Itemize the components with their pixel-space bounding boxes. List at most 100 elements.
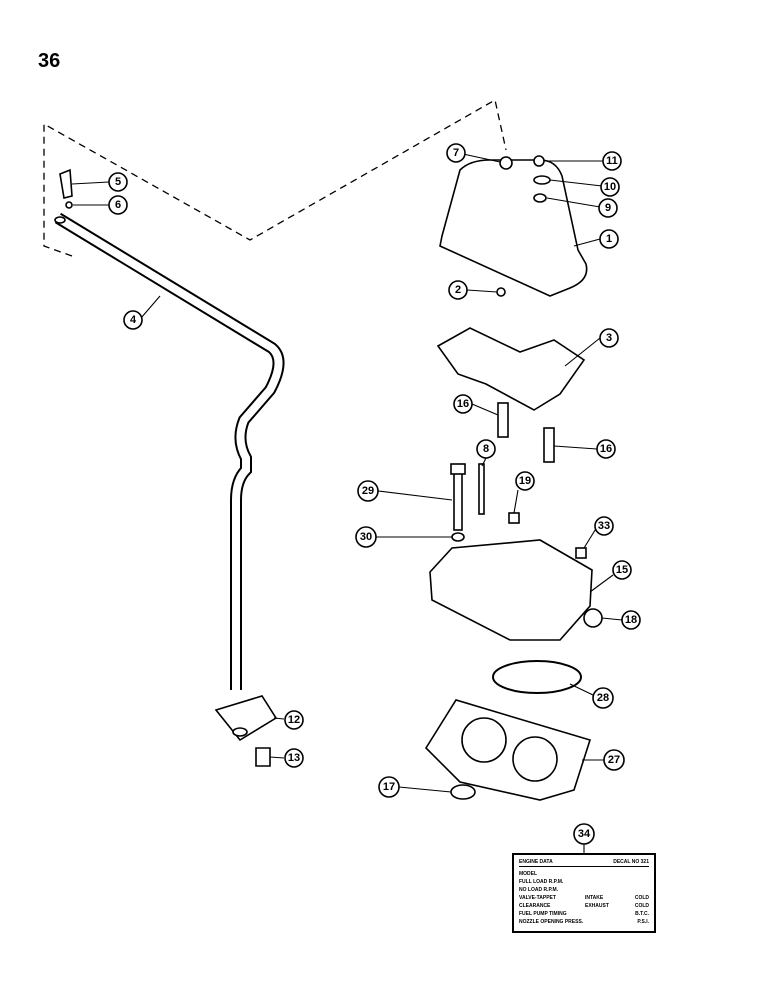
svg-text:17: 17 [383, 781, 395, 793]
engine-data-decal: ENGINE DATA DECAL NO 321 MODEL FULL LOAD … [512, 853, 656, 933]
decal-cell [585, 886, 625, 894]
decal-cell: CLEARANCE [519, 903, 551, 909]
part-16-tube-right [543, 427, 555, 463]
svg-text:2: 2 [455, 284, 461, 296]
decal-row: FULL LOAD R.P.M. [519, 878, 649, 886]
decal-title: ENGINE DATA [519, 859, 553, 865]
svg-text:34: 34 [578, 828, 591, 840]
svg-text:7: 7 [453, 147, 459, 159]
svg-text:5: 5 [115, 176, 121, 188]
decal-cell [585, 910, 625, 918]
svg-text:1: 1 [606, 233, 612, 245]
callout-10: 10 [600, 177, 620, 197]
decal-cell: COLD [634, 903, 649, 909]
part-2-nut [496, 287, 506, 297]
callout-3: 3 [599, 328, 619, 348]
svg-text:29: 29 [362, 485, 374, 497]
part-15-cylinder-head [429, 539, 593, 641]
callout-30: 30 [355, 526, 377, 548]
part-27-head-gasket [424, 699, 592, 801]
gasket-bore-left [461, 717, 507, 763]
decal-cell: FULL LOAD R.P.M. [519, 879, 564, 885]
callout-27: 27 [603, 749, 625, 771]
callout-15: 15 [612, 560, 632, 580]
svg-text:33: 33 [598, 520, 610, 532]
page-number: 36 [38, 50, 61, 72]
decal-cell: COLD [634, 895, 649, 901]
callout-18: 18 [621, 610, 641, 630]
callout-8: 8 [476, 439, 496, 459]
svg-text:18: 18 [625, 614, 637, 626]
part-9-seal [533, 193, 547, 203]
decal-cell [625, 878, 649, 886]
svg-text:3: 3 [606, 332, 612, 344]
decal-cell: NOZZLE OPENING PRESS. [519, 919, 584, 925]
decal-row: FUEL PUMP TIMING B.T.C. [519, 910, 649, 918]
part-12-flange-hole [232, 727, 248, 737]
svg-text:27: 27 [608, 754, 620, 766]
callout-16a: 16 [453, 394, 473, 414]
decal-cell: FUEL PUMP TIMING [519, 911, 567, 917]
part-18-plug [583, 608, 603, 628]
callout-11: 11 [602, 151, 622, 171]
decal-cell: NO LOAD R.P.M. [519, 887, 559, 893]
decal-rows: MODEL FULL LOAD R.P.M. NO LOAD R.P.M. VALVE… [519, 870, 649, 926]
svg-text:16: 16 [457, 398, 469, 410]
decal-cell: MODEL [519, 871, 538, 877]
part-17-ring [450, 784, 476, 800]
callout-7: 7 [446, 143, 466, 163]
assembly-dashed-line [43, 98, 507, 257]
callout-34: 34 [573, 823, 595, 845]
callout-16b: 16 [596, 439, 616, 459]
svg-text:6: 6 [115, 199, 121, 211]
part-6-washer [65, 201, 73, 209]
part-29-bolt-head [450, 463, 466, 475]
callout-17: 17 [378, 776, 400, 798]
callout-12: 12 [284, 710, 304, 730]
callout-29: 29 [357, 480, 379, 502]
callout-33: 33 [594, 516, 614, 536]
part-29-bolt [453, 469, 463, 531]
gasket-bore-right [512, 736, 558, 782]
part-10-washer [533, 175, 551, 185]
svg-text:11: 11 [606, 155, 618, 167]
oil-line-end [54, 216, 66, 224]
part-30-washer [451, 532, 465, 542]
decal-row: MODEL [519, 870, 649, 878]
decal-cell [625, 886, 649, 894]
leader-lines [71, 153, 623, 853]
decal-header: ENGINE DATA DECAL NO 321 [519, 858, 649, 867]
svg-text:28: 28 [597, 692, 609, 704]
svg-text:12: 12 [288, 714, 300, 726]
svg-text:19: 19 [519, 475, 531, 487]
part-19-plug [508, 512, 520, 524]
callout-13: 13 [284, 748, 304, 768]
decal-cell [585, 918, 625, 926]
decal-cell [625, 870, 649, 878]
callout-9: 9 [598, 198, 618, 218]
decal-row: CLEARANCE EXHAUST COLD [519, 902, 649, 910]
part-7-washer [499, 156, 513, 170]
decal-cell: INTAKE [585, 895, 604, 901]
callout-4: 4 [123, 310, 143, 330]
decal-cell: B.T.C. [635, 911, 649, 917]
part-8-stud [478, 463, 485, 515]
svg-text:8: 8 [483, 443, 489, 455]
callout-2: 2 [448, 280, 468, 300]
part-33-plug [575, 547, 587, 559]
part-28-o-ring [492, 660, 582, 694]
svg-text:16: 16 [600, 443, 612, 455]
part-13-bolt [255, 747, 271, 767]
svg-text:10: 10 [604, 181, 616, 193]
decal-cell: EXHAUST [585, 903, 609, 909]
decal-cell: P.S.I. [637, 919, 649, 925]
decal-cell: VALVE-TAPPET [519, 895, 556, 901]
decal-number: DECAL NO 321 [613, 859, 649, 865]
svg-text:13: 13 [288, 752, 300, 764]
part-4-oil-line-inner [55, 214, 283, 690]
svg-text:9: 9 [605, 202, 611, 214]
part-11-nut [533, 155, 545, 167]
callout-19: 19 [515, 471, 535, 491]
part-5-fitting [59, 168, 73, 199]
callout-1: 1 [599, 229, 619, 249]
